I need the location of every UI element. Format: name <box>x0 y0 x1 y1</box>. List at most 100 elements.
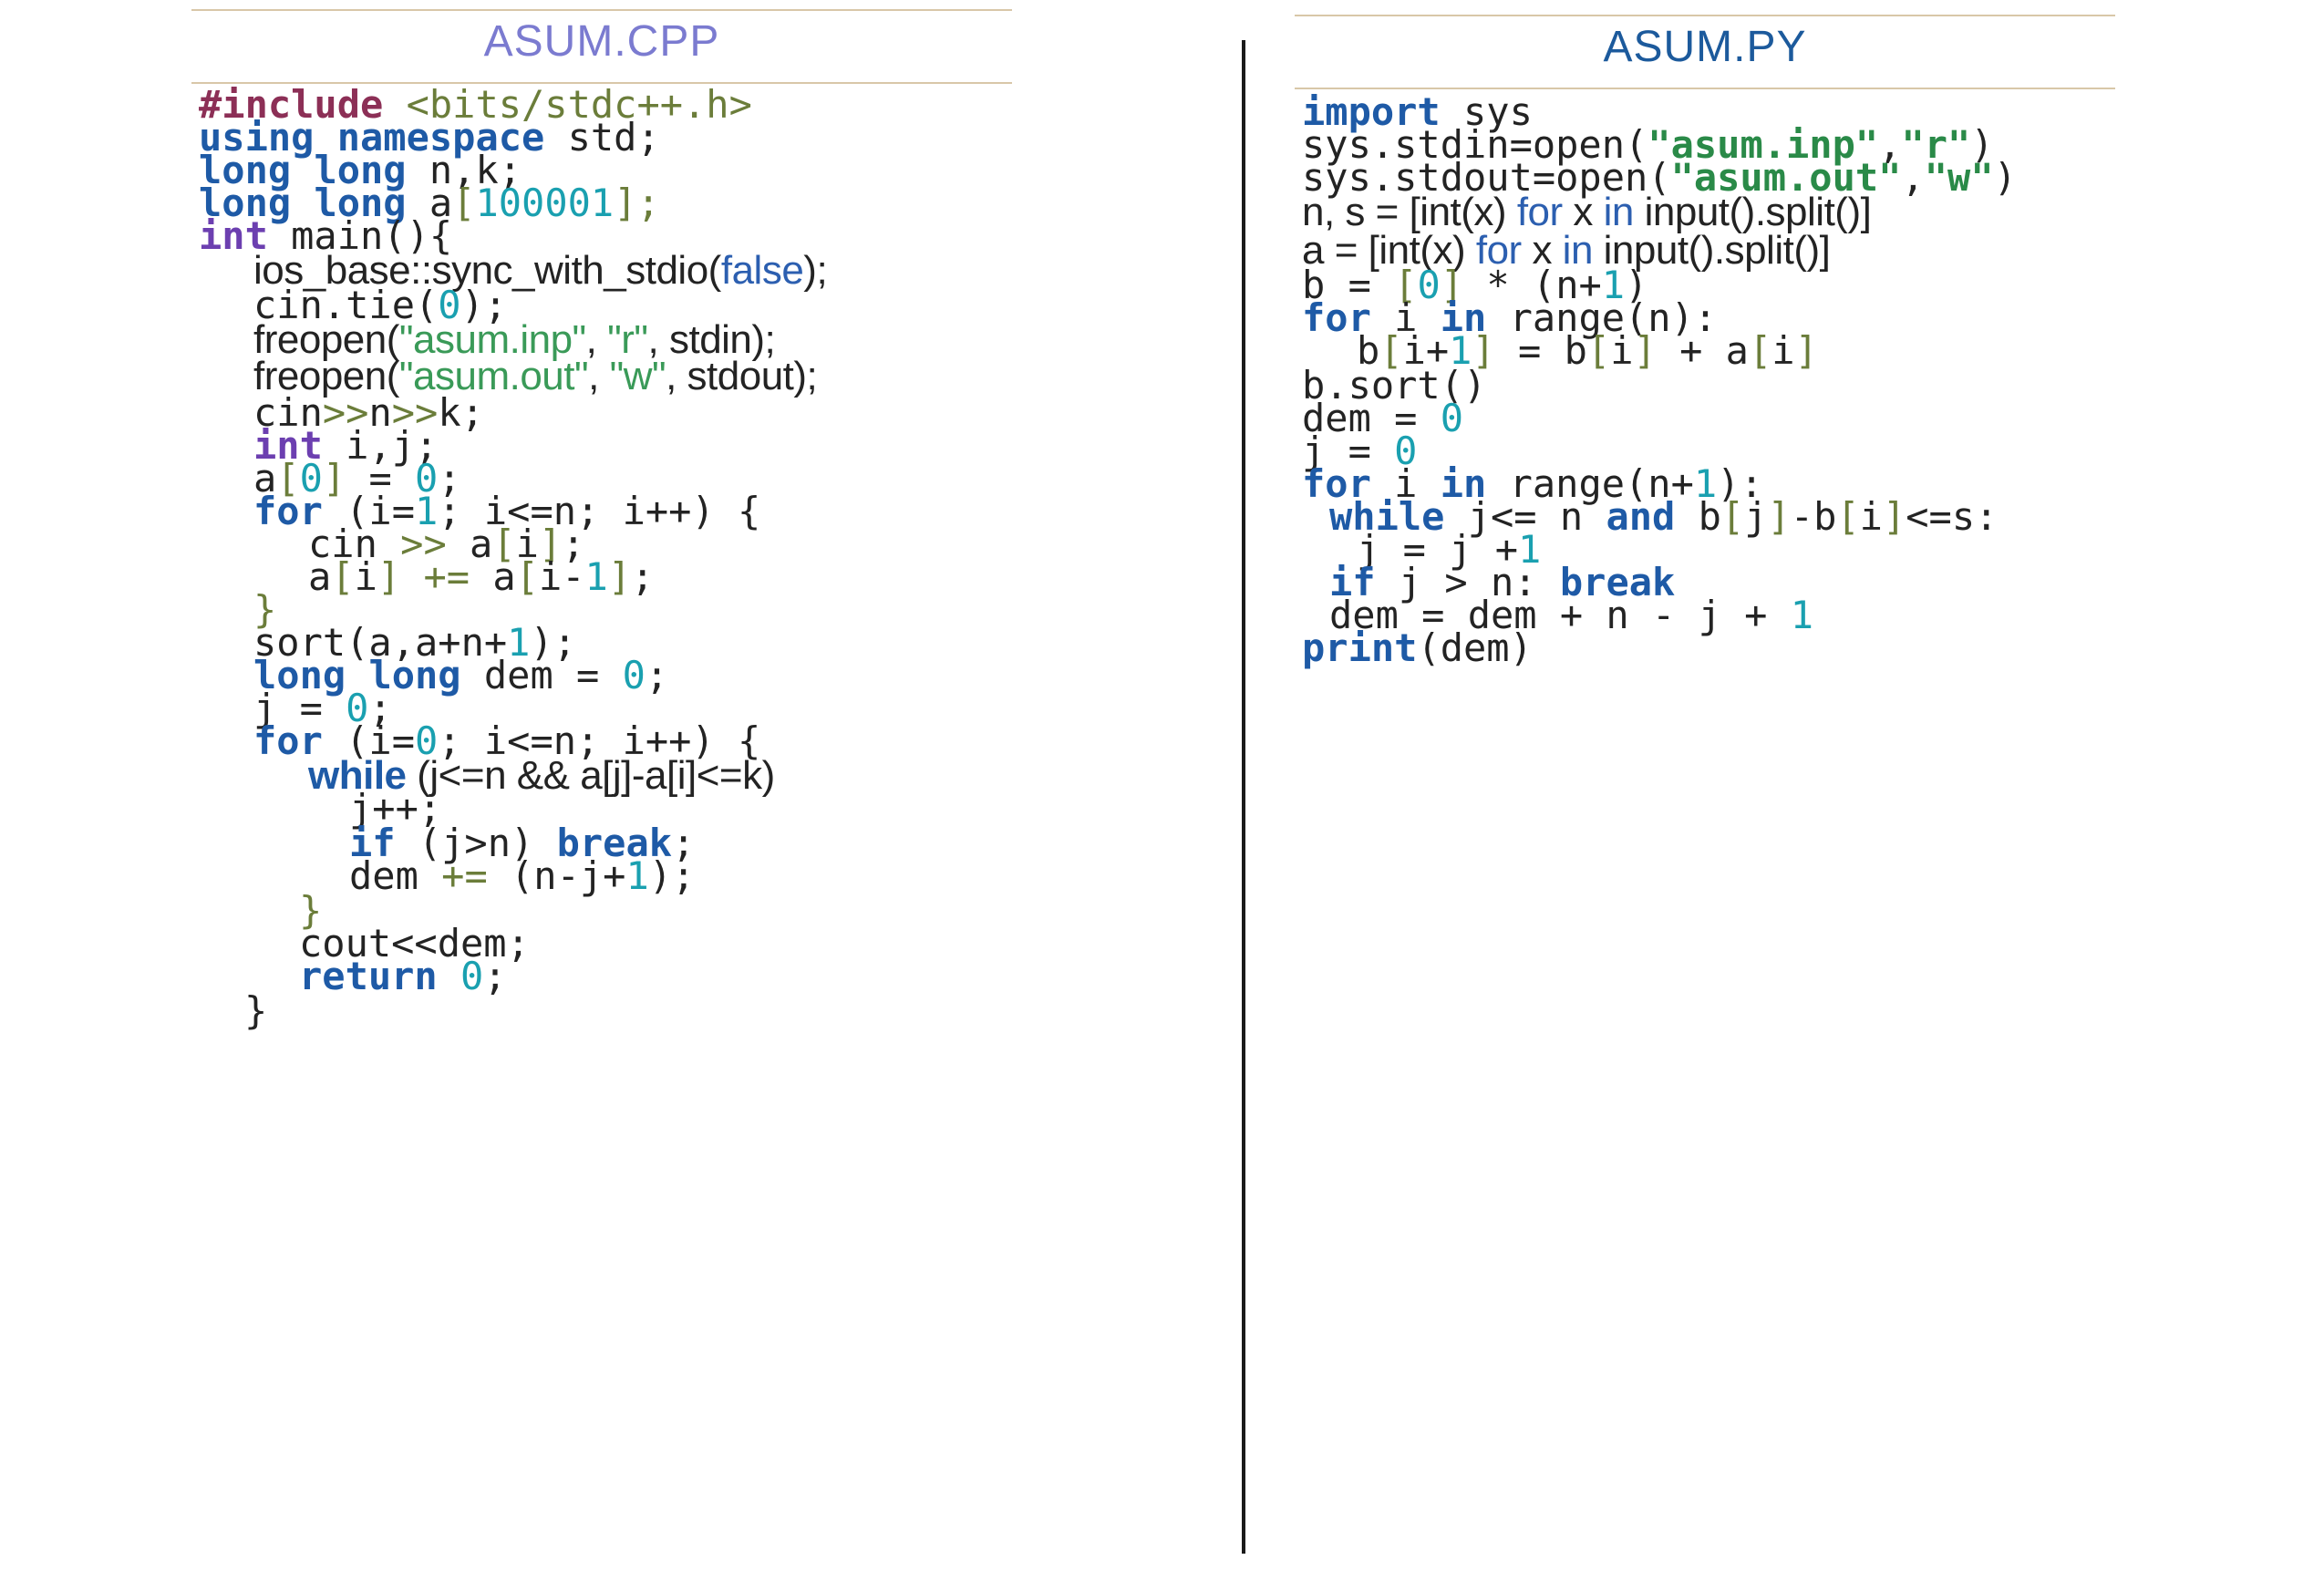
code-token: ] <box>1882 494 1906 539</box>
code-token: 1 <box>1693 461 1718 506</box>
code-token: , <box>585 317 608 362</box>
code-token: range(n+ <box>1486 461 1694 506</box>
code-token: "asum.inp" <box>1647 122 1879 167</box>
code-token: 1 <box>1449 328 1472 373</box>
cpp-code-line: } <box>244 988 267 1033</box>
code-token: cin <box>253 390 323 435</box>
code-token: 1 <box>584 554 608 599</box>
code-token: ); <box>530 620 577 665</box>
code-token <box>400 554 423 599</box>
code-token: <=s: <box>1906 494 1999 539</box>
code-token: ); <box>460 283 508 327</box>
code-token: ] <box>377 554 401 599</box>
code-token: freopen( <box>253 354 399 398</box>
code-token: b.sort() <box>1302 363 1487 408</box>
cpp-code-line: long long dem = 0; <box>253 653 668 697</box>
code-token: ; <box>438 456 461 501</box>
code-token: ): <box>1717 461 1763 506</box>
code-token: ] <box>1794 328 1818 373</box>
top-rule <box>191 9 1012 11</box>
code-token: i <box>1610 328 1634 373</box>
code-token: sort(a,a+n+ <box>253 620 508 665</box>
cpp-code-line: cin >> a[i]; <box>308 522 585 566</box>
code-token: for <box>1475 228 1522 273</box>
py-code-line: for i in range(n): <box>1302 295 1717 340</box>
code-token: j++; <box>349 786 442 831</box>
code-token: ; <box>368 686 392 730</box>
code-token: >> <box>400 522 447 566</box>
py-code-line: sys.stdin=open("asum.inp","r") <box>1302 122 1994 167</box>
cpp-code-line: using namespace std; <box>199 115 660 160</box>
code-token: cin <box>308 522 401 566</box>
code-token: } <box>253 587 277 632</box>
cpp-code-line: cin>>n>>k; <box>253 390 484 435</box>
code-token: j = j + <box>1357 527 1519 572</box>
code-token: 0 <box>415 718 439 763</box>
code-token: in <box>1603 190 1635 234</box>
code-token: ] <box>538 522 563 566</box>
py-code-line: import sys <box>1302 89 1533 134</box>
code-token: , <box>1878 122 1902 167</box>
code-token: i,j; <box>322 423 439 468</box>
code-token: + a <box>1656 328 1749 373</box>
code-token: long <box>199 181 292 225</box>
code-token: long <box>368 653 461 697</box>
cpp-code-line: for (i=0; i<=n; i++) { <box>253 718 760 763</box>
code-token: 100001 <box>475 181 615 225</box>
code-token: [ <box>276 456 300 501</box>
code-token: "w" <box>609 354 666 398</box>
code-token: += <box>423 554 470 599</box>
code-token: std; <box>544 115 660 160</box>
cpp-code-line: #include <bits/stdc++.h> <box>199 82 752 127</box>
cpp-code-line: int main(){ <box>199 213 452 258</box>
code-token: (dem) <box>1417 625 1533 670</box>
code-token: ) <box>1625 263 1648 307</box>
code-token: ; i<=n; i++) { <box>438 489 761 533</box>
code-token: n, s = <box>1302 190 1410 234</box>
cpp-code-line: } <box>253 587 276 632</box>
code-token: += <box>441 853 488 898</box>
code-token: ) <box>1993 155 2017 200</box>
code-token: for <box>253 718 323 763</box>
code-token: [ <box>1379 328 1403 373</box>
code-token: (i= <box>322 718 416 763</box>
code-token: i <box>1370 295 1441 340</box>
code-token: long <box>314 148 407 192</box>
code-token <box>438 954 460 998</box>
cpp-code-line: long long n,k; <box>199 148 522 192</box>
code-token: j > n: <box>1375 560 1560 604</box>
code-token: in <box>1562 228 1594 273</box>
code-token: cin.tie( <box>253 283 439 327</box>
code-token: ]; <box>614 181 660 225</box>
py-code-line: print(dem) <box>1302 625 1533 670</box>
cpp-code-line: freopen("asum.out", "w", stdout); <box>253 354 818 399</box>
title-rule <box>191 82 1012 84</box>
code-token: a <box>406 181 453 225</box>
code-token: i <box>1859 494 1883 539</box>
top-rule <box>1295 15 2115 16</box>
code-token: , <box>588 354 610 398</box>
code-token: i+ <box>1402 328 1450 373</box>
code-token: (i= <box>322 489 416 533</box>
code-token: = b <box>1494 328 1587 373</box>
code-token: (n-j+ <box>487 853 626 898</box>
code-token: import <box>1302 89 1441 134</box>
code-token: for <box>1516 190 1563 234</box>
code-token: -b <box>1790 494 1837 539</box>
code-token: using <box>199 115 315 160</box>
code-token: ] <box>322 456 346 501</box>
code-token: [int(x) <box>1409 190 1517 234</box>
code-token: break <box>556 821 673 865</box>
code-token: ] <box>1633 328 1657 373</box>
code-token: range(n): <box>1486 295 1718 340</box>
code-token: 1 <box>1790 593 1814 637</box>
code-token: * (n+ <box>1463 263 1602 307</box>
cpp-code-line: int i,j; <box>253 423 438 468</box>
code-token: ; <box>645 653 669 697</box>
code-token: 0 <box>460 954 484 998</box>
code-token: dem = <box>1302 396 1441 440</box>
cpp-code-line: a[0] = 0; <box>253 456 461 501</box>
code-token: input().split()] <box>1633 190 1872 234</box>
code-token: ; i<=n; i++) { <box>438 718 761 763</box>
cpp-code-line: if (j>n) break; <box>349 821 695 865</box>
